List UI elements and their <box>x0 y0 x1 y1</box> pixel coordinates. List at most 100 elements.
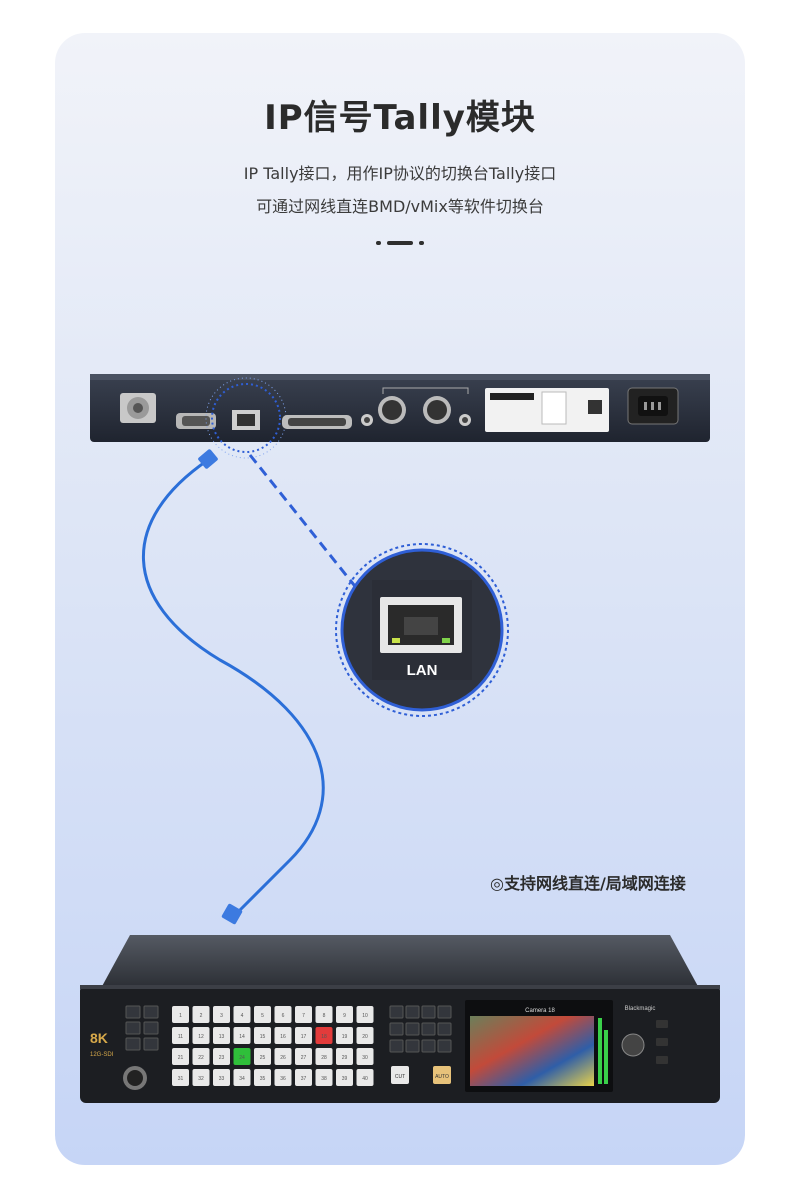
function-button[interactable] <box>437 1022 452 1036</box>
crosspoint-button-15[interactable] <box>254 1027 271 1044</box>
page-title: IP信号Tally模块 <box>264 98 536 138</box>
crosspoint-button-12[interactable] <box>192 1027 210 1044</box>
function-button[interactable] <box>389 1005 404 1019</box>
crosspoint-button-39[interactable] <box>336 1069 353 1086</box>
cut-label: CUT <box>395 1074 405 1080</box>
crosspoint-button-label: 30 <box>362 1055 368 1061</box>
function-button[interactable] <box>421 1022 436 1036</box>
divider-dots <box>376 240 424 246</box>
crosspoint-button-label: 12 <box>198 1034 204 1040</box>
crosspoint-button-23[interactable] <box>213 1048 230 1065</box>
crosspoint-button-35[interactable] <box>254 1069 271 1086</box>
crosspoint-button-label: 5 <box>261 1013 264 1019</box>
crosspoint-button-label: 6 <box>282 1013 285 1019</box>
crosspoint-button-37[interactable] <box>295 1069 312 1086</box>
function-button[interactable] <box>405 1039 420 1053</box>
crosspoint-button-label: 18 <box>321 1034 327 1040</box>
crosspoint-button-label: 8 <box>323 1013 326 1019</box>
control-button[interactable] <box>125 1037 141 1051</box>
tally-port <box>282 415 352 429</box>
function-button[interactable] <box>389 1022 404 1036</box>
power-inlet <box>627 387 679 425</box>
subtitle-line-1: IP Tally接口，用作IP协议的切换台Tally接口 <box>243 164 557 183</box>
crosspoint-button-label: 34 <box>239 1076 245 1082</box>
crosspoint-button-22[interactable] <box>192 1048 210 1065</box>
crosspoint-button-label: 14 <box>239 1034 245 1040</box>
crosspoint-button-label: 37 <box>301 1076 307 1082</box>
crosspoint-button-14[interactable] <box>233 1027 251 1044</box>
crosspoint-button-11[interactable] <box>172 1027 189 1044</box>
zoom-lan-label: LAN <box>406 662 438 679</box>
control-button[interactable] <box>143 1037 159 1051</box>
control-button[interactable] <box>143 1005 159 1019</box>
crosspoint-button-21[interactable] <box>172 1048 189 1065</box>
crosspoint-button-16[interactable] <box>274 1027 292 1044</box>
crosspoint-button-33[interactable] <box>213 1069 230 1086</box>
crosspoint-button-31[interactable] <box>172 1069 189 1086</box>
cut-button[interactable] <box>391 1066 409 1084</box>
crosspoint-button-10[interactable] <box>356 1006 374 1023</box>
control-button[interactable] <box>125 1005 141 1019</box>
function-button[interactable] <box>421 1005 436 1019</box>
com-port <box>176 413 216 429</box>
sdi-badge: 12G-SDI <box>90 1052 114 1058</box>
brand-label: Blackmagic <box>625 1006 656 1012</box>
crosspoint-button-34[interactable] <box>233 1069 251 1086</box>
crosspoint-button-label: 4 <box>241 1013 244 1019</box>
crosspoint-button-label: 13 <box>219 1034 225 1040</box>
crosspoint-button-17[interactable] <box>295 1027 312 1044</box>
crosspoint-button-24[interactable] <box>233 1048 251 1065</box>
function-button[interactable] <box>405 1022 420 1036</box>
crosspoint-button-25[interactable] <box>254 1048 271 1065</box>
function-button[interactable] <box>421 1039 436 1053</box>
crosspoint-button-label: 21 <box>178 1055 184 1061</box>
crosspoint-button-label: 15 <box>260 1034 266 1040</box>
crosspoint-button-13[interactable] <box>213 1027 230 1044</box>
crosspoint-button-label: 16 <box>280 1034 286 1040</box>
function-button[interactable] <box>437 1039 452 1053</box>
crosspoint-button-label: 27 <box>301 1055 307 1061</box>
function-button[interactable] <box>437 1005 452 1019</box>
crosspoint-button-18[interactable] <box>315 1027 333 1044</box>
crosspoint-button-label: 35 <box>260 1076 266 1082</box>
crosspoint-button-32[interactable] <box>192 1069 210 1086</box>
crosspoint-button-36[interactable] <box>274 1069 292 1086</box>
crosspoint-button-9[interactable] <box>336 1006 353 1023</box>
crosspoint-button-19[interactable] <box>336 1027 353 1044</box>
auto-button[interactable] <box>433 1066 451 1084</box>
crosspoint-button-label: 29 <box>342 1055 348 1061</box>
crosspoint-button-label: 25 <box>260 1055 266 1061</box>
control-button[interactable] <box>143 1021 159 1035</box>
control-button[interactable] <box>125 1021 141 1035</box>
lan-port-small <box>232 410 260 430</box>
preview-screen <box>470 1016 594 1086</box>
control-knob[interactable] <box>621 1033 645 1057</box>
crosspoint-button-28[interactable] <box>315 1048 333 1065</box>
crosspoint-button-label: 7 <box>302 1013 305 1019</box>
function-button[interactable] <box>389 1039 404 1053</box>
crosspoint-button-40[interactable] <box>356 1069 374 1086</box>
crosspoint-button-8[interactable] <box>315 1006 333 1023</box>
crosspoint-button-6[interactable] <box>274 1006 292 1023</box>
crosspoint-button-label: 17 <box>301 1034 307 1040</box>
crosspoint-button-label: 9 <box>343 1013 346 1019</box>
crosspoint-button-2[interactable] <box>192 1006 210 1023</box>
crosspoint-button-4[interactable] <box>233 1006 251 1023</box>
crosspoint-button-label: 38 <box>321 1076 327 1082</box>
crosspoint-button-label: 26 <box>280 1055 286 1061</box>
crosspoint-button-20[interactable] <box>356 1027 374 1044</box>
crosspoint-button-38[interactable] <box>315 1069 333 1086</box>
crosspoint-button-label: 28 <box>321 1055 327 1061</box>
crosspoint-button-label: 22 <box>198 1055 204 1061</box>
aux-out-xlr <box>423 396 451 424</box>
crosspoint-button-30[interactable] <box>356 1048 374 1065</box>
crosspoint-button-3[interactable] <box>213 1006 230 1023</box>
crosspoint-button-7[interactable] <box>295 1006 312 1023</box>
function-button[interactable] <box>405 1005 420 1019</box>
crosspoint-button-5[interactable] <box>254 1006 271 1023</box>
crosspoint-button-27[interactable] <box>295 1048 312 1065</box>
crosspoint-button-29[interactable] <box>336 1048 353 1065</box>
crosspoint-button-1[interactable] <box>172 1006 189 1023</box>
crosspoint-button-26[interactable] <box>274 1048 292 1065</box>
subtitle-line-2: 可通过网线直连BMD/vMix等软件切换台 <box>256 197 544 216</box>
